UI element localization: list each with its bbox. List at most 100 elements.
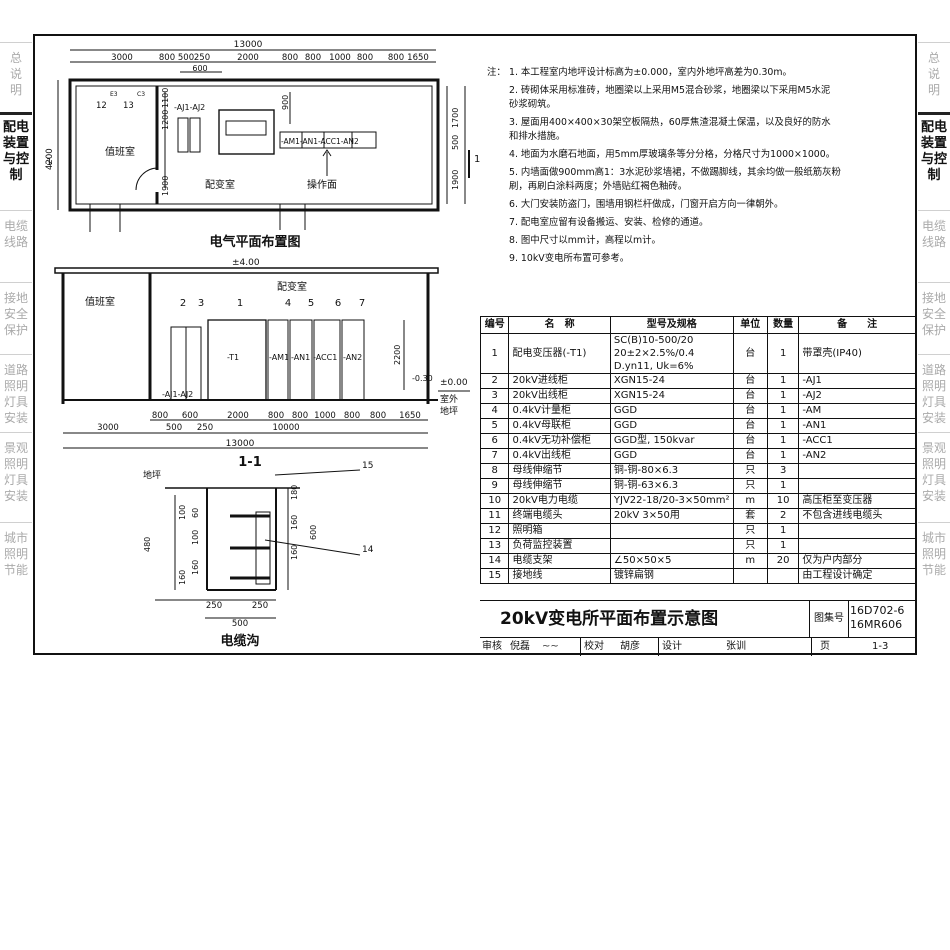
plan-top-dim: 800 bbox=[282, 53, 298, 63]
table-cell: 仅为户内部分 bbox=[798, 553, 916, 569]
table-cell: 0.4kV出线柜 bbox=[508, 448, 611, 464]
table-cell: 0.4kV母联柜 bbox=[508, 418, 611, 434]
table-cell: 12 bbox=[479, 523, 510, 539]
side-tab-4[interactable]: 道路照明灯具安装 bbox=[3, 363, 28, 425]
table-cell bbox=[798, 478, 916, 494]
section-callout: 2 bbox=[180, 298, 186, 309]
trench-callout-14: 14 bbox=[362, 545, 374, 555]
table-cell: 20kV电力电缆 bbox=[508, 493, 611, 509]
section-callout: 4 bbox=[285, 298, 291, 309]
side-tab-0[interactable]: 总说明 bbox=[9, 51, 22, 97]
side-tab-2[interactable]: 电缆线路 bbox=[921, 219, 946, 249]
side-tab-divider bbox=[918, 282, 950, 283]
side-tab-5[interactable]: 景观照明灯具安装 bbox=[921, 441, 946, 503]
table-cell: 1 bbox=[766, 333, 800, 374]
side-tab-divider bbox=[0, 354, 32, 355]
side-tab-2[interactable]: 电缆线路 bbox=[3, 219, 28, 249]
elev-zero: ±0.00 bbox=[440, 378, 468, 388]
trench-bottom-dim: 500 bbox=[232, 619, 248, 629]
side-tab-divider bbox=[918, 112, 950, 115]
side-tab-3[interactable]: 接地安全保护 bbox=[3, 291, 28, 337]
table-cell: 台 bbox=[732, 433, 768, 449]
table-cell: 由工程设计确定 bbox=[798, 568, 916, 584]
table-cell: GGD bbox=[609, 448, 734, 464]
design-name: 张训 bbox=[726, 641, 746, 652]
section-total-dim: 13000 bbox=[226, 439, 255, 449]
side-tab-divider bbox=[918, 42, 950, 43]
page-number: 1-3 bbox=[872, 641, 889, 652]
trench-left-dim: 60 bbox=[191, 508, 200, 518]
note-line: 8. 图中尺寸以mm计，高程以m计。 bbox=[509, 235, 661, 246]
side-tab-divider bbox=[918, 210, 950, 211]
plan-top-dim: 800 bbox=[357, 53, 373, 63]
table-cell: 台 bbox=[732, 373, 768, 389]
table-cell: 配电变压器(-T1) bbox=[508, 333, 611, 374]
table-cell: 15 bbox=[479, 568, 510, 584]
table-cell: 1 bbox=[766, 523, 800, 539]
table-cell: 10 bbox=[766, 493, 800, 509]
cable-trench-detail bbox=[155, 469, 361, 619]
side-tab-6[interactable]: 城市照明节能 bbox=[3, 531, 28, 577]
section-mark: 1 bbox=[46, 157, 52, 168]
side-tab-0[interactable]: 总说明 bbox=[927, 51, 940, 97]
table-cell: ∠50×50×5 bbox=[609, 553, 734, 569]
table-cell: 2 bbox=[479, 373, 510, 389]
plan-top-dim: 800 bbox=[388, 53, 404, 63]
table-cell: 负荷监控装置 bbox=[508, 538, 611, 554]
table-cell: -AJ2 bbox=[798, 388, 916, 404]
side-tab-3[interactable]: 接地安全保护 bbox=[921, 291, 946, 337]
table-cell: 铜-铜-63×6.3 bbox=[609, 478, 734, 494]
side-tab-6[interactable]: 城市照明节能 bbox=[921, 531, 946, 577]
trench-left-dim: 160 bbox=[191, 560, 200, 575]
side-tab-5[interactable]: 景观照明灯具安装 bbox=[3, 441, 28, 503]
plan-top-dim: 1000 bbox=[329, 53, 351, 63]
table-cell: 1 bbox=[766, 433, 800, 449]
small-box-label: C3 bbox=[137, 91, 145, 98]
table-cell: 11 bbox=[479, 508, 510, 524]
section-dim-row1: 2000 bbox=[227, 411, 249, 421]
side-tab-1[interactable]: 配电装置与控制 bbox=[2, 120, 29, 183]
side-tab-divider bbox=[918, 354, 950, 355]
section-dim-row2: 3000 bbox=[97, 423, 119, 433]
table-cell: GGD bbox=[609, 403, 734, 419]
section-tag: -AN1 bbox=[291, 353, 310, 362]
table-cell: 10 bbox=[479, 493, 510, 509]
note-line: 砂浆砌筑。 bbox=[509, 99, 556, 110]
table-cell: 台 bbox=[732, 403, 768, 419]
section-title: 1-1 bbox=[238, 455, 262, 470]
table-cell: 铜-铜-80×6.3 bbox=[609, 463, 734, 479]
trench-right-dim: 160 bbox=[290, 515, 299, 530]
table-cell: GGD bbox=[609, 418, 734, 434]
section-dim-row1: 1650 bbox=[399, 411, 421, 421]
table-cell bbox=[609, 538, 734, 554]
table-cell: 0.4kV无功补偿柜 bbox=[508, 433, 611, 449]
note-line: 6. 大门安装防盗门，围墙用钢栏杆做成，门窗开启方向一律朝外。 bbox=[509, 199, 784, 210]
side-tab-divider bbox=[0, 42, 32, 43]
table-header: 编号名 称型号及规格单位数量备 注 bbox=[479, 316, 916, 334]
height-dim: 2200 bbox=[393, 345, 402, 365]
side-tab-4[interactable]: 道路照明灯具安装 bbox=[921, 363, 946, 425]
table-cell: 终端电缆头 bbox=[508, 508, 611, 524]
callout-12: 12 bbox=[96, 101, 107, 111]
table-header-cell: 单位 bbox=[732, 316, 768, 334]
table-cell: -AN1 bbox=[798, 418, 916, 434]
review-name: 倪磊 bbox=[510, 641, 530, 652]
table-cell: 只 bbox=[732, 538, 768, 554]
table-cell: 套 bbox=[732, 508, 768, 524]
table-cell: 只 bbox=[732, 463, 768, 479]
table-cell bbox=[609, 523, 734, 539]
side-tab-1[interactable]: 配电装置与控制 bbox=[920, 120, 947, 183]
review-label: 审核 bbox=[482, 641, 502, 652]
table-cell bbox=[798, 538, 916, 554]
